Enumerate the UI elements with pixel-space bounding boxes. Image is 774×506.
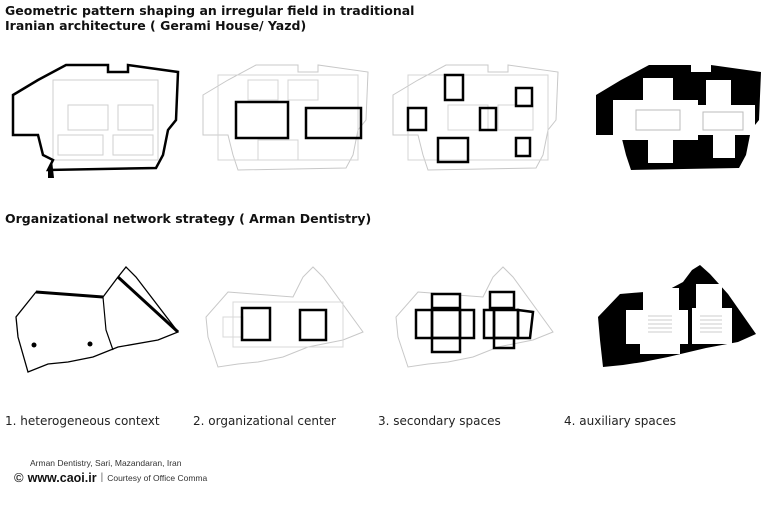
- site-credit: © www.caoi.ir | Courtesy of Office Comma: [14, 470, 207, 485]
- project-credit: Arman Dentistry, Sari, Mazandaran, Iran: [30, 458, 182, 468]
- caption-organizational-center: 2. organizational center: [193, 414, 336, 428]
- arman-panel-4-auxiliary: [598, 265, 756, 367]
- copyright-icon: ©: [14, 470, 24, 485]
- gerami-panel-3-secondary: [392, 64, 559, 171]
- diagram-title-arman: Organizational network strategy ( Arman …: [5, 211, 372, 226]
- arman-panel-1-context: [15, 266, 180, 373]
- gerami-panel-1-outline: [11, 63, 180, 178]
- site-link[interactable]: www.caoi.ir: [27, 470, 97, 485]
- gerami-panel-4-auxiliary: [596, 65, 761, 170]
- arman-panel-2-center: [205, 266, 364, 368]
- credit-separator: |: [100, 472, 104, 483]
- diagram-title-gerami: Geometric pattern shaping an irregular f…: [5, 3, 415, 33]
- caption-heterogeneous-context: 1. heterogeneous context: [5, 414, 160, 428]
- caption-secondary-spaces: 3. secondary spaces: [378, 414, 501, 428]
- arman-panel-3-secondary: [395, 266, 554, 368]
- gerami-panel-2-center: [202, 64, 369, 171]
- caption-auxiliary-spaces: 4. auxiliary spaces: [564, 414, 676, 428]
- courtesy-text: Courtesy of Office Comma: [107, 472, 208, 483]
